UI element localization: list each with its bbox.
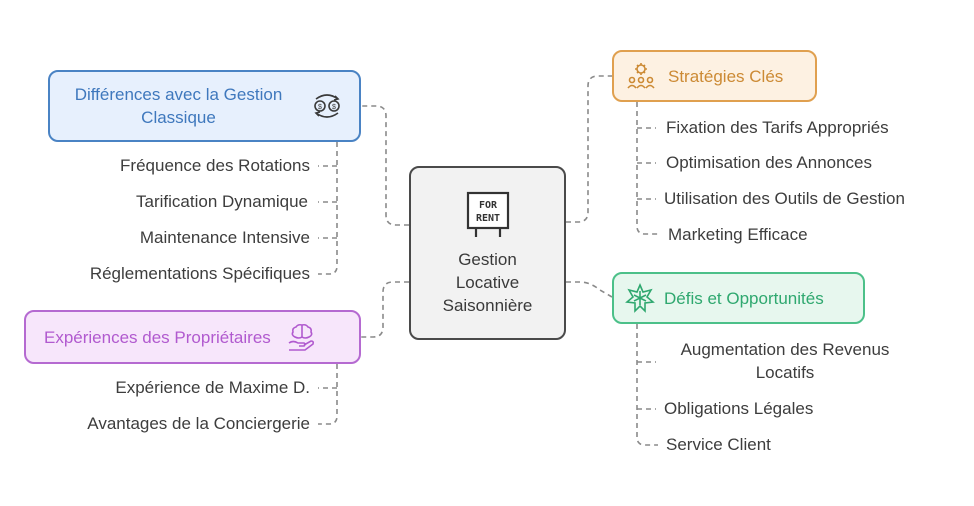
- strategies-item-1: Fixation des Tarifs Appropriés: [666, 118, 889, 137]
- connector-strategies: [566, 75, 612, 223]
- team-gear-icon: [626, 61, 656, 91]
- category-experiences-label: Expériences des Propriétaires: [44, 327, 271, 347]
- connector-defis: [566, 281, 613, 298]
- category-strategies[interactable]: Stratégies Clés: [612, 50, 817, 102]
- connector-differences: [361, 105, 409, 226]
- strategies-item-4: Marketing Efficace: [668, 225, 808, 244]
- snowflake-star-icon: [624, 282, 656, 314]
- defis-item-2: Obligations Légales: [664, 399, 814, 418]
- category-differences-label: Différences avec la Gestion Classique: [74, 85, 283, 127]
- connector-experiences-items: [318, 364, 338, 425]
- category-experiences[interactable]: Expériences des Propriétaires: [24, 310, 361, 364]
- differences-item-4: Réglementations Spécifiques: [89, 264, 310, 283]
- connector-experiences: [361, 281, 409, 338]
- experiences-item-1: Expérience de Maxime D.: [115, 378, 310, 397]
- experiences-item-2: Avantages de la Conciergerie: [87, 414, 310, 433]
- money-exchange-icon: $ $: [311, 92, 343, 120]
- for-rent-sign-icon: FOR RENT: [466, 191, 509, 237]
- category-strategies-label: Stratégies Clés: [668, 66, 784, 86]
- central-topic-node[interactable]: FOR RENT Gestion Locative Saisonnière: [409, 166, 566, 340]
- defis-item-1: Augmentation des Revenus Locatifs: [680, 340, 890, 382]
- differences-item-2: Tarification Dynamique: [136, 192, 308, 211]
- differences-item-1: Fréquence des Rotations: [120, 156, 310, 175]
- connector-defis-items: [636, 324, 658, 446]
- sign-text-line-1: FOR: [478, 200, 497, 211]
- category-defis-label: Défis et Opportunités: [664, 288, 824, 308]
- category-defis[interactable]: Défis et Opportunités: [612, 272, 865, 324]
- sign-text-line-2: RENT: [475, 213, 499, 224]
- differences-item-3: Maintenance Intensive: [139, 228, 310, 247]
- brain-hand-icon: [287, 322, 317, 352]
- strategies-item-3: Utilisation des Outils de Gestion: [664, 189, 905, 208]
- svg-text:$: $: [318, 104, 322, 111]
- connector-strategies-items: [636, 102, 658, 235]
- defis-item-3: Service Client: [666, 435, 771, 454]
- category-differences[interactable]: Différences avec la Gestion Classique $ …: [48, 70, 361, 142]
- svg-text:$: $: [332, 104, 336, 111]
- central-topic-label: Gestion Locative Saisonnière: [442, 249, 533, 315]
- connector-differences-items: [318, 142, 338, 275]
- strategies-item-2: Optimisation des Annonces: [666, 153, 873, 172]
